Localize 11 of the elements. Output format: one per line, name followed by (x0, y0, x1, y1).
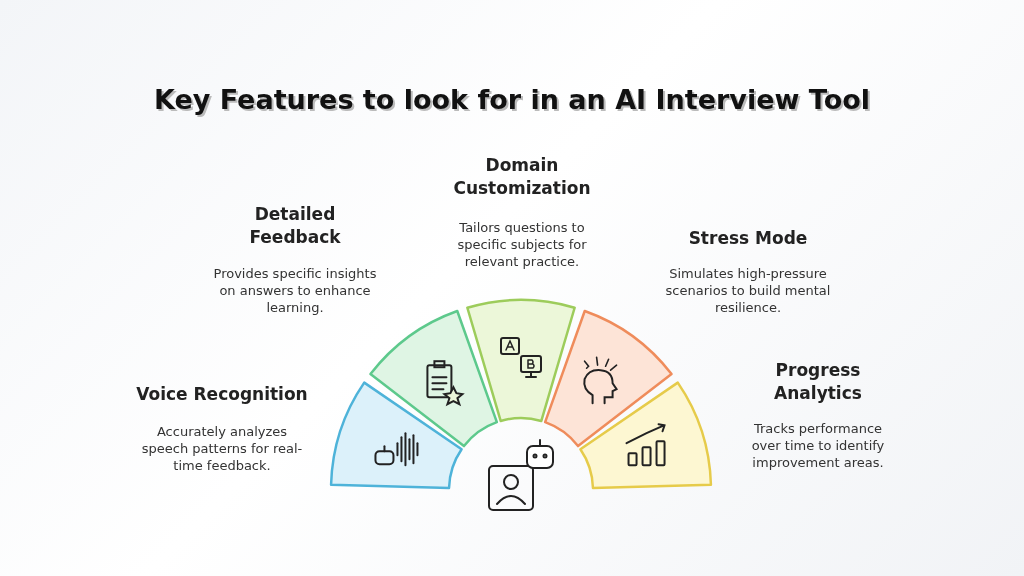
feature-heading: Detailed Feedback (248, 203, 342, 249)
feature-heading: Domain Customization (452, 154, 592, 200)
feature-description: Simulates high-pressure scenarios to build mental resilience. (664, 266, 832, 317)
feature-description: Tailors questions to specific subjects for relevant practice. (456, 220, 588, 271)
feature-heading: Progress Analytics (773, 359, 863, 405)
title: Key Features to look for in an AI Interview Tool (153, 84, 871, 115)
feature-description: Provides specific insights on answers to enhance learning. (212, 266, 378, 317)
feature-heading: Voice Recognition (135, 383, 309, 406)
feature-description: Tracks performance over time to identify improvement areas. (750, 421, 886, 472)
feature-heading: Stress Mode (687, 227, 809, 250)
feature-description: Accurately analyzes speech patterns for real-time feedback. (140, 424, 304, 475)
